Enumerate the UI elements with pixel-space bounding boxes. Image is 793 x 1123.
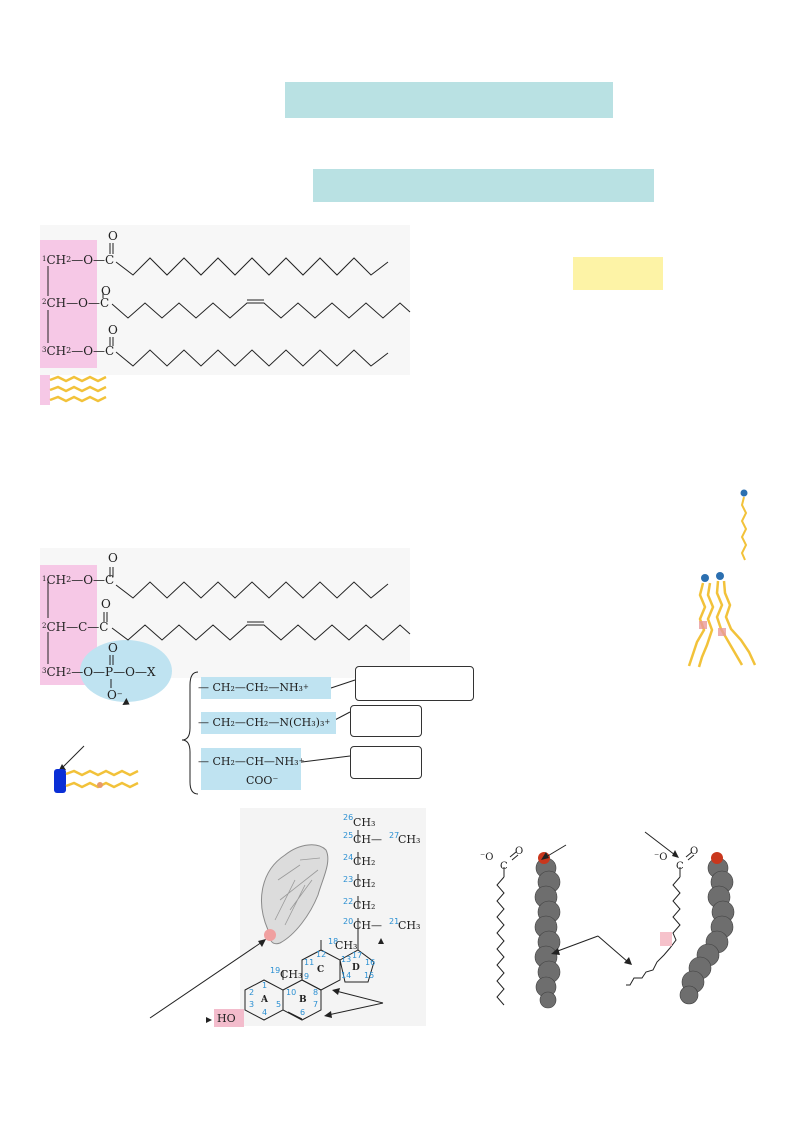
ring-c: C [317, 965, 325, 975]
headgroup-serine-bg [201, 748, 301, 790]
c20-num: 20 [343, 917, 354, 926]
ring-d: D [352, 963, 360, 973]
ring-num-5: 5 [276, 1000, 282, 1009]
saturated-fatty-acid [496, 851, 519, 1006]
ring-num-13: 13 [341, 955, 352, 964]
tag-carbonyl-o-3: O [108, 323, 118, 337]
tag-row-3: 3CH2—O—C [42, 344, 115, 358]
tag-row-2: 2CH—O—C [42, 296, 110, 310]
c21-num: 21 [389, 917, 400, 926]
serine-label-box [350, 746, 422, 779]
ring-num-7: 7 [313, 1000, 319, 1009]
unsaturated-fatty-acid [626, 851, 695, 986]
c26-num: 26 [343, 813, 354, 822]
c25-label: CH— [353, 833, 383, 846]
ring-num-6: 6 [300, 1008, 306, 1017]
cis-double-bond-highlight [660, 932, 672, 946]
c25-num: 25 [343, 831, 354, 840]
ring-num-3: 3 [249, 1000, 255, 1009]
sat-fa-o: O [515, 846, 524, 857]
headgroup-choline: — CH₂—CH₂—N(CH₃)₃+ [198, 716, 331, 729]
pl-phosphate-o-bottom: O− [107, 688, 123, 702]
micelle-pair-icon [687, 572, 757, 668]
c24-label: CH₂ [353, 855, 376, 868]
cholesterol-surface-model [261, 844, 329, 945]
ring-num-14: 14 [341, 971, 352, 980]
unsat-fa-c: C [676, 861, 684, 872]
ethanolamine-label-box [355, 666, 474, 701]
pl-carbonyl-o-1: O [108, 551, 118, 565]
tag-row-1: 1CH2—O—C [42, 253, 115, 267]
c23-num: 23 [343, 875, 354, 884]
triacylglycerol-panel [40, 225, 410, 375]
tag-carbonyl-o-2: O [101, 284, 111, 298]
tag-chain-1 [115, 257, 389, 276]
headgroup-bracket [181, 671, 199, 795]
hydroxyl-label: HO [217, 1012, 236, 1025]
c21-label: CH₃ [398, 919, 421, 932]
ring-num-17: 17 [352, 951, 363, 960]
sat-fa-head: ⁻O [480, 852, 494, 863]
tag-chain-3 [115, 349, 389, 367]
ring-num-1: 1 [262, 981, 268, 990]
ring-num-4: 4 [262, 1008, 268, 1017]
c22-num: 22 [343, 897, 354, 906]
pl-chain-1 [115, 581, 389, 599]
ring-num-9: 9 [304, 972, 310, 981]
hydroxyl-highlight [214, 1009, 244, 1027]
triacylglycerol-note [573, 257, 663, 290]
c27-num: 27 [389, 831, 400, 840]
headgroup-ethanolamine-bg [201, 677, 331, 699]
ring-num-16: 16 [365, 958, 376, 967]
ring-num-15: 15 [364, 971, 375, 980]
subtitle-band [313, 169, 654, 202]
steroid-rings [244, 830, 375, 1021]
pl-phosphate-o-top: O [108, 641, 118, 655]
ring-num-10: 10 [286, 988, 297, 997]
choline-label-box [350, 705, 422, 737]
c22-label: CH₂ [353, 899, 376, 912]
c26-label: CH₃ [353, 816, 376, 829]
ring-a: A [261, 995, 268, 1005]
glycerol-backbone-highlight [40, 240, 97, 368]
unsaturated-space-filling-model [679, 852, 735, 1005]
c18-label: CH₃ [335, 939, 358, 952]
headgroup-icon [54, 769, 66, 793]
pl-row-2: 2CH—C—C [42, 620, 109, 634]
pl-row-3: 3CH2—O—P—O—X [42, 665, 156, 679]
c27-label: CH₃ [398, 833, 421, 846]
c24-num: 24 [343, 853, 354, 862]
unsat-fa-o: O [690, 846, 699, 857]
unsat-fa-head: ⁻O [654, 852, 668, 863]
pl-row-1: 1CH2—O—C [42, 573, 115, 587]
ring-num-11: 11 [304, 958, 315, 967]
headgroup-serine: — CH₂—CH—NH₃+ [198, 755, 305, 768]
tag-carbonyl-o-1: O [108, 229, 118, 243]
headgroup-ethanolamine: — CH₂—CH₂—NH₃+ [198, 681, 309, 694]
c23-label: CH₂ [353, 877, 376, 890]
ring-num-8: 8 [313, 988, 319, 997]
space-filling-model-icon [534, 852, 561, 1009]
c20-label: CH— [353, 919, 383, 932]
ring-num-2: 2 [249, 988, 255, 997]
ring-b: B [299, 995, 307, 1005]
title-band [285, 82, 613, 118]
single-lipid-icon [740, 489, 748, 561]
pl-chain-2 [111, 624, 411, 641]
c18-num: 18 [328, 937, 339, 946]
c19-num: 19 [270, 966, 281, 975]
tag-icon-head [40, 375, 50, 405]
c19-label: CH₃ [280, 968, 303, 981]
pl-carbonyl-o-2: O [101, 597, 111, 611]
lipid-tail-icon [49, 375, 107, 403]
headgroup-choline-bg [201, 712, 336, 734]
ring-num-12: 12 [316, 950, 327, 959]
sat-fa-c: C [500, 861, 508, 872]
tag-chain-2 [111, 302, 411, 319]
headgroup-serine-carboxyl: COO⁻ [246, 774, 279, 787]
